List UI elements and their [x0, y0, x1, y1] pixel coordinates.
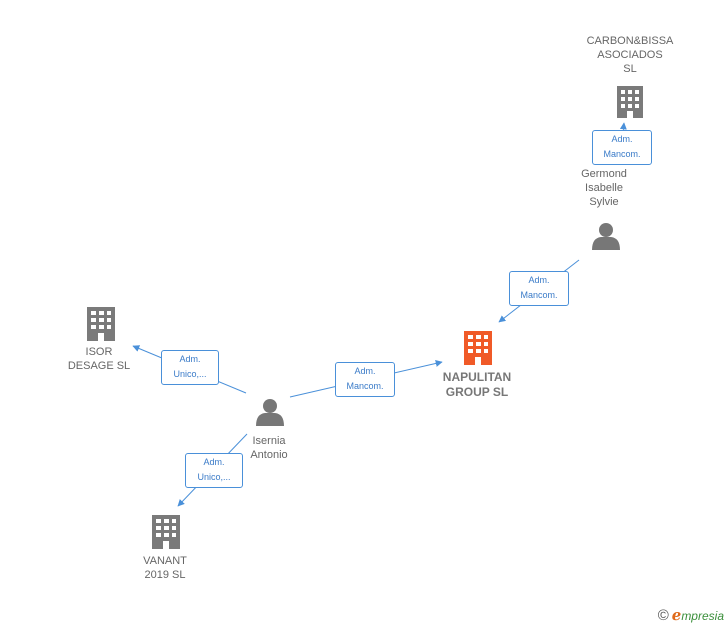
edge-label-germond-carbon[interactable]: Adm. Mancom.	[592, 130, 652, 165]
edge-label-isernia-vanant[interactable]: Adm. Unico,...	[185, 453, 243, 488]
building-icon-napulitan[interactable]	[464, 331, 492, 365]
node-label-carbon[interactable]: CARBON&BISSA ASOCIADOS SL	[586, 35, 674, 75]
node-label-germond[interactable]: Germond Isabelle Sylvie	[581, 168, 627, 208]
edge-label-isernia-isor[interactable]: Adm. Unico,...	[161, 350, 219, 385]
edge-label-isernia-napulitan[interactable]: Adm. Mancom.	[335, 362, 395, 397]
brand-name: mpresia	[681, 609, 724, 623]
node-label-vanant[interactable]: VANANT 2019 SL	[143, 555, 187, 581]
edge-label-germond-napulitan[interactable]: Adm. Mancom.	[509, 271, 569, 306]
copyright-brand: ©ℯmpresia	[658, 606, 724, 624]
edge-lines	[132, 122, 627, 507]
brand-logo-letter: ℯ	[671, 607, 682, 624]
person-icon-isernia[interactable]	[256, 399, 284, 426]
building-icon-isor[interactable]	[87, 307, 115, 341]
node-label-napulitan[interactable]: NAPULITAN GROUP SL	[442, 370, 512, 399]
node-label-isor[interactable]: ISOR DESAGE SL	[67, 346, 131, 372]
node-label-isernia[interactable]: Isernia Antonio	[250, 435, 288, 461]
copyright-icon: ©	[657, 607, 669, 624]
building-icon-vanant[interactable]	[152, 515, 180, 549]
building-icon-carbon[interactable]	[617, 86, 643, 118]
person-icon-germond[interactable]	[592, 223, 620, 250]
